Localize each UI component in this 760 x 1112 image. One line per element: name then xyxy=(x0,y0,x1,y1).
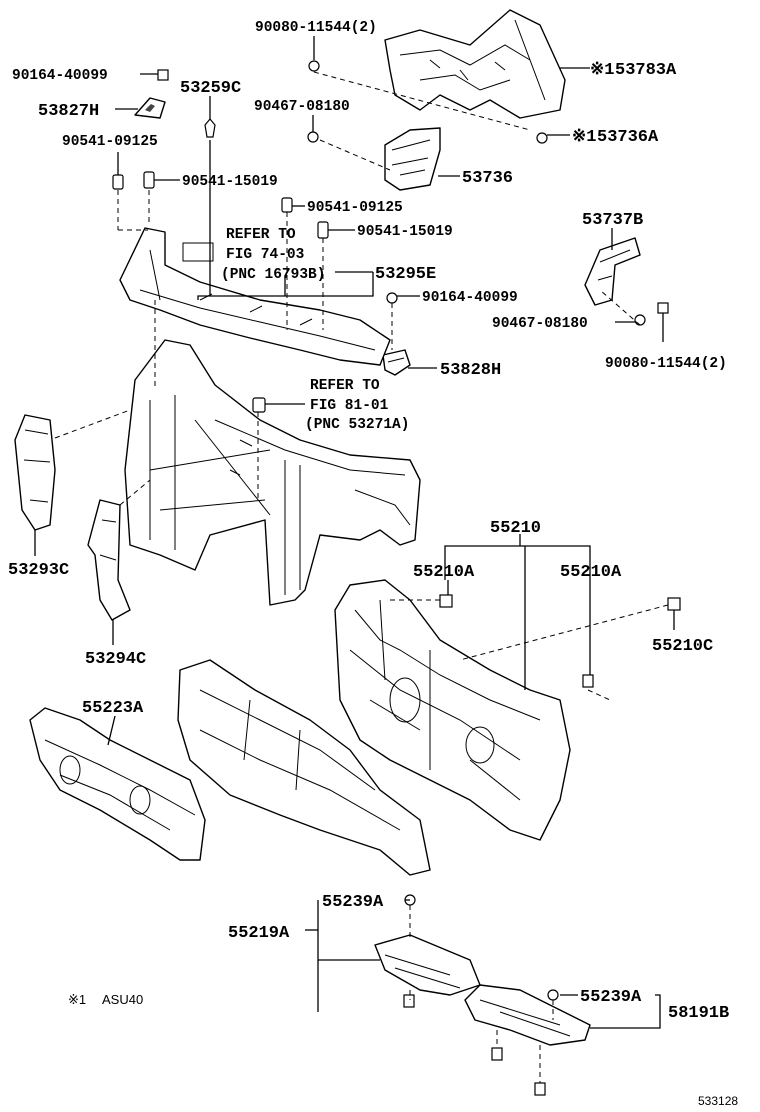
label-53783A-mark: ※1 xyxy=(590,61,614,80)
dash-silencer-center-drawing xyxy=(177,659,431,876)
part-53295E-drawing xyxy=(119,227,391,366)
part-53293C-drawing xyxy=(14,414,56,531)
label-58191B: 58191B xyxy=(668,1004,729,1023)
label-90541-09125-b: 90541-09125 xyxy=(307,200,403,216)
label-55210C: 55210C xyxy=(652,637,713,656)
label-55210: 55210 xyxy=(490,519,541,538)
part-53736-drawing xyxy=(384,127,441,191)
label-53736A: 53736A xyxy=(597,128,659,147)
footnote-mark: ※1 xyxy=(68,992,86,1007)
label-53827H: 53827H xyxy=(38,102,99,121)
part-53828H-drawing xyxy=(382,349,411,376)
label-90080-11544-top: 90080-11544(2) xyxy=(255,20,377,36)
part-55223A-drawing xyxy=(29,707,206,861)
label-55239A-top: 55239A xyxy=(322,893,384,912)
part-55210-drawing xyxy=(334,579,571,841)
footnote-text: ASU40 xyxy=(102,992,143,1007)
label-90164-40099-top: 90164-40099 xyxy=(12,68,108,84)
illustration-id: 533128 xyxy=(698,1094,738,1108)
part-53294C-drawing xyxy=(87,499,131,621)
refer-81-01-line1: REFER TO xyxy=(310,378,380,394)
label-55239A-low: 55239A xyxy=(580,988,642,1007)
leader-lines xyxy=(34,36,675,1029)
label-90541-15019-b: 90541-15019 xyxy=(357,224,453,240)
label-55210A-right: 55210A xyxy=(560,563,622,582)
label-90467-08180-mid: 90467-08180 xyxy=(492,316,588,332)
label-55210A-left: 55210A xyxy=(413,563,475,582)
label-53828H: 53828H xyxy=(440,361,501,380)
label-53736A-mark: ※1 xyxy=(572,128,596,147)
label-90164-40099-mid: 90164-40099 xyxy=(422,290,518,306)
refer-81-01-line2: FIG 81-01 xyxy=(310,398,389,414)
label-53293C: 53293C xyxy=(8,561,69,580)
label-55223A: 55223A xyxy=(82,699,144,718)
label-53736: 53736 xyxy=(462,169,513,188)
refer-note-74-03: REFER TO FIG 74-03 (PNC 16793B) xyxy=(182,227,325,283)
label-55219A: 55219A xyxy=(228,924,290,943)
label-90541-09125-a: 90541-09125 xyxy=(62,134,158,150)
refer-74-03-line3: (PNC 16793B) xyxy=(221,267,325,283)
footnote: ※1 ASU40 xyxy=(68,992,143,1007)
part-labels: 90080-11544(2) ※1 53783A 90164-40099 532… xyxy=(8,20,729,1023)
label-90541-15019-a: 90541-15019 xyxy=(182,174,278,190)
part-53827H-drawing xyxy=(134,97,166,119)
label-53259C: 53259C xyxy=(180,79,241,98)
part-58191B-drawing xyxy=(464,984,591,1046)
label-53294C: 53294C xyxy=(85,650,146,669)
part-55219A-drawing xyxy=(374,934,481,996)
label-53295E: 53295E xyxy=(375,265,436,284)
refer-81-01-line3: (PNC 53271A) xyxy=(305,417,409,433)
part-53783A-drawing xyxy=(384,9,566,119)
refer-note-81-01: REFER TO FIG 81-01 (PNC 53271A) xyxy=(305,378,409,433)
radiator-support-frame-drawing xyxy=(124,339,421,606)
label-90467-08180-top: 90467-08180 xyxy=(254,99,350,115)
label-90080-11544-mid: 90080-11544(2) xyxy=(605,356,727,372)
label-53783A: 53783A xyxy=(615,61,677,80)
refer-74-03-line1: REFER TO xyxy=(226,227,296,243)
refer-74-03-line2: FIG 74-03 xyxy=(226,247,304,263)
fastener-bolts xyxy=(112,60,681,1096)
label-53737B: 53737B xyxy=(582,211,643,230)
part-53737B-drawing xyxy=(584,237,641,306)
assembly-dashed-lines xyxy=(54,71,669,1083)
